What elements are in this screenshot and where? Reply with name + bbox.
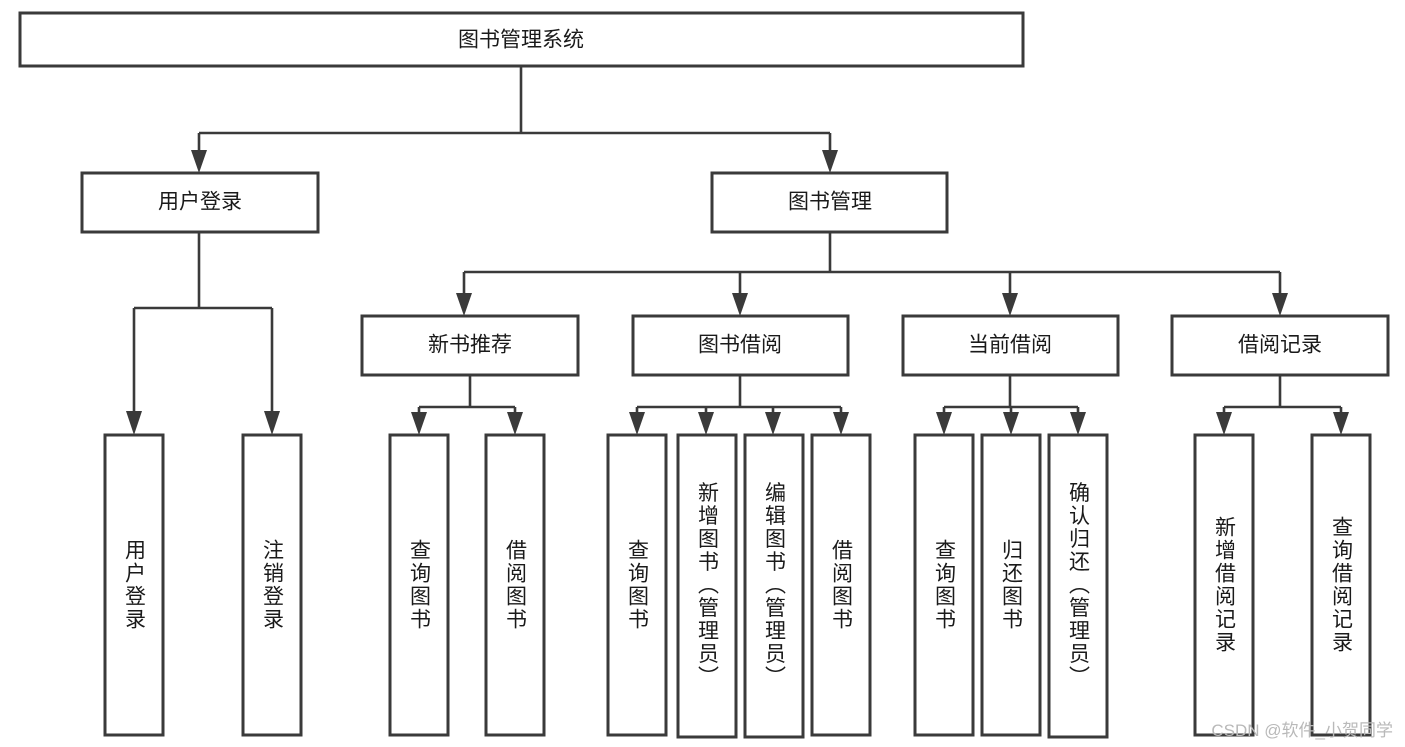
leaf-recommend-query-book[interactable]: 查询图书 <box>388 433 450 737</box>
node-borrow-record-box[interactable] <box>1170 314 1390 377</box>
arrowhead-to-leaf-logout <box>264 411 280 435</box>
leaf-user-login-login-label: 用户登录 <box>123 539 147 631</box>
node-current-borrow-box[interactable] <box>901 314 1120 377</box>
arrowhead-recommend-leaf1 <box>411 412 427 435</box>
arrowhead-current-leaf3 <box>1070 412 1086 435</box>
arrowhead-to-current <box>1002 293 1018 316</box>
node-root-label: 图书管理系统 <box>458 29 584 52</box>
leaf-borrow-edit-book-label: 编辑图书（管理员） <box>763 482 787 689</box>
leaf-borrow-add-book-label: 新增图书（管理员） <box>696 482 720 689</box>
leaf-borrow-query-book[interactable]: 查询图书 <box>606 433 668 737</box>
node-user-login-box[interactable] <box>80 171 320 234</box>
leaf-borrow-edit-book[interactable]: 编辑图书（管理员） <box>743 433 805 739</box>
node-user-login[interactable]: 用户登录 <box>80 171 320 234</box>
arrowhead-borrow-leaf3 <box>765 412 781 435</box>
leaf-current-query-book-box[interactable] <box>913 433 975 737</box>
leaf-record-add-record[interactable]: 新增借阅记录 <box>1193 433 1255 737</box>
leaf-borrow-query-book-label: 查询图书 <box>626 539 650 631</box>
arrowhead-record-leaf2 <box>1333 412 1349 435</box>
arrowhead-to-leaf-user-login <box>126 411 142 435</box>
leaf-borrow-borrow-book[interactable]: 借阅图书 <box>810 433 872 737</box>
node-book-borrow[interactable]: 图书借阅 <box>631 314 850 377</box>
leaf-recommend-borrow-book[interactable]: 借阅图书 <box>484 433 546 737</box>
leaf-user-login-login-box[interactable] <box>103 433 165 737</box>
node-book-manage-box[interactable] <box>710 171 949 234</box>
leaf-current-confirm-return-box[interactable] <box>1047 433 1109 739</box>
arrowhead-to-borrow <box>732 293 748 316</box>
leaf-record-add-record-label: 新增借阅记录 <box>1213 516 1237 654</box>
arrowhead-group <box>126 150 1349 435</box>
leaf-borrow-borrow-book-box[interactable] <box>810 433 872 737</box>
leaf-recommend-borrow-book-box[interactable] <box>484 433 546 737</box>
arrowhead-to-recommend <box>456 293 472 316</box>
arrowhead-to-user-login <box>191 150 207 173</box>
arrowhead-to-book-manage <box>822 150 838 173</box>
leaf-user-login-logout-box[interactable] <box>241 433 303 737</box>
leaf-borrow-add-book-box[interactable] <box>676 433 738 739</box>
node-borrow-record-label: 借阅记录 <box>1238 334 1322 357</box>
leaf-user-login-logout[interactable]: 注销登录 <box>241 433 303 737</box>
node-new-book-recommend[interactable]: 新书推荐 <box>360 314 580 377</box>
node-book-borrow-label: 图书借阅 <box>698 334 782 357</box>
node-new-book-recommend-box[interactable] <box>360 314 580 377</box>
node-book-borrow-box[interactable] <box>631 314 850 377</box>
leaf-borrow-edit-book-box[interactable] <box>743 433 805 739</box>
node-book-manage-label: 图书管理 <box>788 191 872 214</box>
leaf-borrow-borrow-book-label: 借阅图书 <box>830 539 854 631</box>
leaf-user-login-logout-label: 注销登录 <box>261 539 285 631</box>
leaf-borrow-query-book-box[interactable] <box>606 433 668 737</box>
arrowhead-recommend-leaf2 <box>507 412 523 435</box>
arrowhead-current-leaf1 <box>936 412 952 435</box>
leaf-borrow-add-book[interactable]: 新增图书（管理员） <box>676 433 738 739</box>
leaf-current-confirm-return-label: 确认归还（管理员） <box>1067 482 1091 689</box>
leaf-current-query-book-label: 查询图书 <box>933 539 957 631</box>
arrowhead-current-leaf2 <box>1003 412 1019 435</box>
leaf-current-return-book-box[interactable] <box>980 433 1042 737</box>
leaf-record-add-record-box[interactable] <box>1193 433 1255 737</box>
leaf-current-return-book[interactable]: 归还图书 <box>980 433 1042 737</box>
leaf-current-confirm-return[interactable]: 确认归还（管理员） <box>1047 433 1109 739</box>
arrowhead-record-leaf1 <box>1216 412 1232 435</box>
node-user-login-label: 用户登录 <box>158 191 242 214</box>
leaf-current-return-book-label: 归还图书 <box>1000 539 1024 631</box>
arrowhead-borrow-leaf2 <box>698 412 714 435</box>
leaf-recommend-borrow-book-label: 借阅图书 <box>504 539 528 631</box>
node-borrow-record[interactable]: 借阅记录 <box>1170 314 1390 377</box>
arrowhead-borrow-leaf1 <box>629 412 645 435</box>
node-new-book-recommend-label: 新书推荐 <box>428 334 512 357</box>
leaf-record-query-record-box[interactable] <box>1310 433 1372 737</box>
arrowhead-to-record <box>1272 293 1288 316</box>
node-current-borrow[interactable]: 当前借阅 <box>901 314 1120 377</box>
leaf-user-login-login[interactable]: 用户登录 <box>103 433 165 737</box>
node-root[interactable]: 图书管理系统 <box>18 11 1025 68</box>
leaf-record-query-record-label: 查询借阅记录 <box>1330 516 1354 654</box>
node-current-borrow-label: 当前借阅 <box>968 334 1052 357</box>
leaf-recommend-query-book-box[interactable] <box>388 433 450 737</box>
arrowhead-borrow-leaf4 <box>833 412 849 435</box>
leaf-current-query-book[interactable]: 查询图书 <box>913 433 975 737</box>
leaf-record-query-record[interactable]: 查询借阅记录 <box>1310 433 1372 737</box>
node-book-manage[interactable]: 图书管理 <box>710 171 949 234</box>
leaf-recommend-query-book-label: 查询图书 <box>408 539 432 631</box>
node-root-box[interactable] <box>18 11 1025 68</box>
